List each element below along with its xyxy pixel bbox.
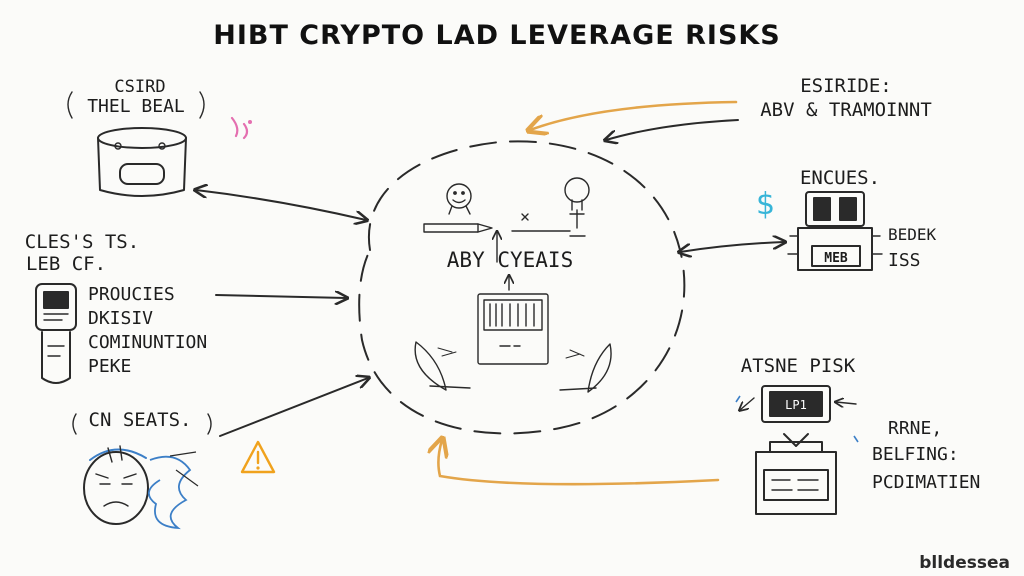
device-icon bbox=[97, 127, 187, 197]
monitor-icon bbox=[761, 385, 831, 423]
mid-left-label-2: LEB CF. bbox=[26, 253, 106, 275]
arrow-top-right bbox=[606, 119, 739, 140]
warning-icon bbox=[240, 440, 276, 474]
bracket-left bbox=[72, 413, 77, 435]
monitor-screen-text: LP1 bbox=[785, 398, 807, 412]
watermark: blldessea bbox=[919, 553, 1010, 573]
bottom-right-side-2: BELFING: bbox=[872, 444, 959, 465]
arrow-mid-left bbox=[215, 295, 346, 298]
bottom-right-side-3: PCDIMATIEN bbox=[872, 472, 980, 493]
top-right-label-1: ESIRIDE: bbox=[800, 75, 892, 97]
bottom-right-side-1: RRNE, bbox=[888, 418, 942, 439]
smiley-face-icon bbox=[446, 183, 472, 215]
page-title: HIBT CRYPTO LAD LEVERAGE RISKS bbox=[213, 20, 781, 51]
chevron-down-icon bbox=[783, 433, 809, 447]
printer-icon bbox=[755, 441, 837, 515]
mid-left-item-4: PEKE bbox=[88, 356, 131, 377]
phone-icon bbox=[35, 283, 77, 384]
arrow-monitor-left bbox=[740, 397, 755, 410]
bottom-left-label: CN SEATS. bbox=[89, 409, 192, 431]
arrow-top-left bbox=[196, 190, 366, 220]
mid-left-label-1: CLES'S TS. bbox=[25, 231, 139, 253]
lightbulb-icon bbox=[564, 177, 590, 237]
arrow-top-right-orange bbox=[530, 100, 738, 130]
tangle-icon bbox=[148, 451, 199, 530]
pen-icon bbox=[423, 223, 493, 233]
top-left-label-1: CSIRD bbox=[114, 77, 165, 97]
mid-right-side-2: ISS bbox=[888, 250, 921, 271]
bottom-right-label: ATSNE PISK bbox=[741, 355, 856, 377]
top-right-label-2: ABV & TRAMOINNT bbox=[760, 99, 932, 121]
mid-left-item-3: COMINUNTION bbox=[88, 332, 207, 353]
bracket-right bbox=[199, 91, 205, 119]
center-label: ABY CYEAIS bbox=[447, 248, 573, 272]
key-icon bbox=[511, 213, 571, 232]
spark-icon bbox=[230, 116, 252, 140]
mid-right-label: ENCUES. bbox=[800, 167, 880, 189]
arrow-bottom-right-orange bbox=[438, 440, 720, 486]
mid-right-side-1: BEDEK bbox=[888, 225, 937, 244]
arrow-monitor-right bbox=[836, 402, 857, 404]
worried-face-icon bbox=[83, 445, 149, 525]
machine-box-text: MEB bbox=[824, 251, 848, 266]
card-reader-icon bbox=[477, 293, 549, 365]
top-left-label-2: THEL BEAL bbox=[87, 96, 185, 117]
bracket-left bbox=[67, 91, 73, 119]
mid-left-item-2: DKISIV bbox=[88, 308, 153, 329]
drops-icon bbox=[735, 395, 859, 443]
leaf-icon bbox=[559, 343, 612, 393]
bracket-right bbox=[207, 413, 212, 435]
dollar-icon: $ bbox=[756, 187, 775, 222]
machine-icon bbox=[787, 191, 883, 271]
leaf-icon bbox=[414, 341, 471, 391]
arrow-mid-right bbox=[680, 242, 784, 252]
arrow-bottom-left bbox=[219, 378, 368, 437]
mid-left-item-1: PROUCIES bbox=[88, 284, 175, 305]
central-dashed-circle bbox=[358, 140, 686, 435]
